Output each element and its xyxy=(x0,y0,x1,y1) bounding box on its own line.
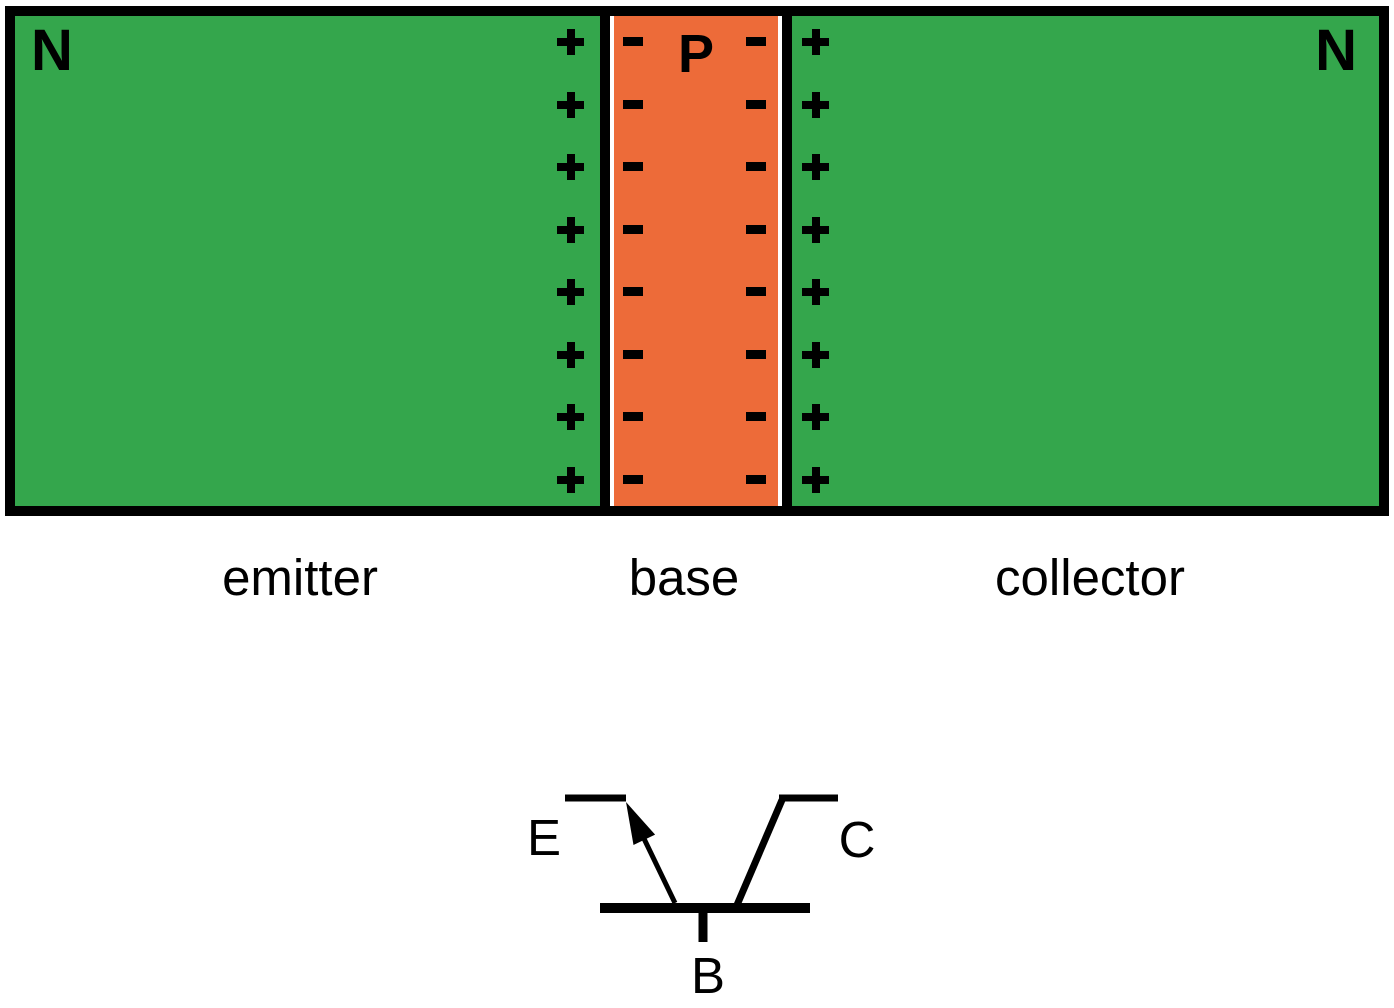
plus-charge-icon xyxy=(802,91,829,119)
plus-charge-icon xyxy=(802,28,829,56)
minus-charge-icon xyxy=(623,216,643,244)
minus-charge-icon xyxy=(746,216,766,244)
negative-charges-column-left xyxy=(623,28,643,494)
collector-terminal-label: collector xyxy=(995,549,1185,606)
minus-charge-icon xyxy=(746,466,766,494)
minus-charge-icon xyxy=(623,91,643,119)
plus-charge-icon xyxy=(557,28,584,56)
minus-charge-icon xyxy=(623,466,643,494)
minus-charge-icon xyxy=(746,278,766,306)
schematic-collector-label: C xyxy=(839,811,876,868)
plus-charge-icon xyxy=(802,403,829,431)
plus-charge-icon xyxy=(802,216,829,244)
minus-charge-icon xyxy=(746,153,766,181)
plus-charge-icon xyxy=(557,216,584,244)
minus-charge-icon xyxy=(623,341,643,369)
emitter-base-junction-gap xyxy=(610,16,614,506)
minus-charge-icon xyxy=(623,278,643,306)
plus-charge-icon xyxy=(557,403,584,431)
base-collector-junction-gap xyxy=(778,16,782,506)
plus-charge-icon xyxy=(802,466,829,494)
plus-charge-icon xyxy=(802,278,829,306)
minus-charge-icon xyxy=(746,28,766,56)
schematic-emitter-label: E xyxy=(527,809,561,866)
base-collector-junction-line xyxy=(782,16,792,506)
npn-transistor-symbol: E C B xyxy=(527,794,876,1004)
minus-charge-icon xyxy=(623,403,643,431)
emitter-terminal-label: emitter xyxy=(222,549,378,606)
minus-charge-icon xyxy=(746,341,766,369)
plus-charge-icon xyxy=(557,466,584,494)
plus-charge-icon xyxy=(557,278,584,306)
plus-charge-icon xyxy=(557,341,584,369)
emitter-n-region: N xyxy=(15,16,600,506)
minus-charge-icon xyxy=(746,91,766,119)
plus-charge-icon xyxy=(557,153,584,181)
collector-n-region: N xyxy=(792,16,1379,506)
collector-diagonal-line xyxy=(733,798,786,907)
emitter-base-junction-line xyxy=(600,16,610,506)
minus-charge-icon xyxy=(746,403,766,431)
plus-charge-icon xyxy=(802,341,829,369)
plus-charge-icon xyxy=(802,153,829,181)
base-p-region: P xyxy=(614,16,778,506)
n-region-label-right: N xyxy=(1315,18,1357,83)
base-terminal-label: base xyxy=(628,549,740,606)
positive-charges-column-left xyxy=(557,28,584,494)
negative-charges-column-right xyxy=(746,28,766,494)
p-region-label: P xyxy=(677,24,715,84)
schematic-base-label: B xyxy=(691,947,725,1004)
positive-charges-column-right xyxy=(802,28,829,494)
minus-charge-icon xyxy=(623,153,643,181)
emitter-arrowhead-icon xyxy=(626,802,656,845)
minus-charge-icon xyxy=(623,28,643,56)
plus-charge-icon xyxy=(557,91,584,119)
n-region-label-left: N xyxy=(31,18,73,83)
semiconductor-bar-diagram: N P N xyxy=(5,6,1389,516)
